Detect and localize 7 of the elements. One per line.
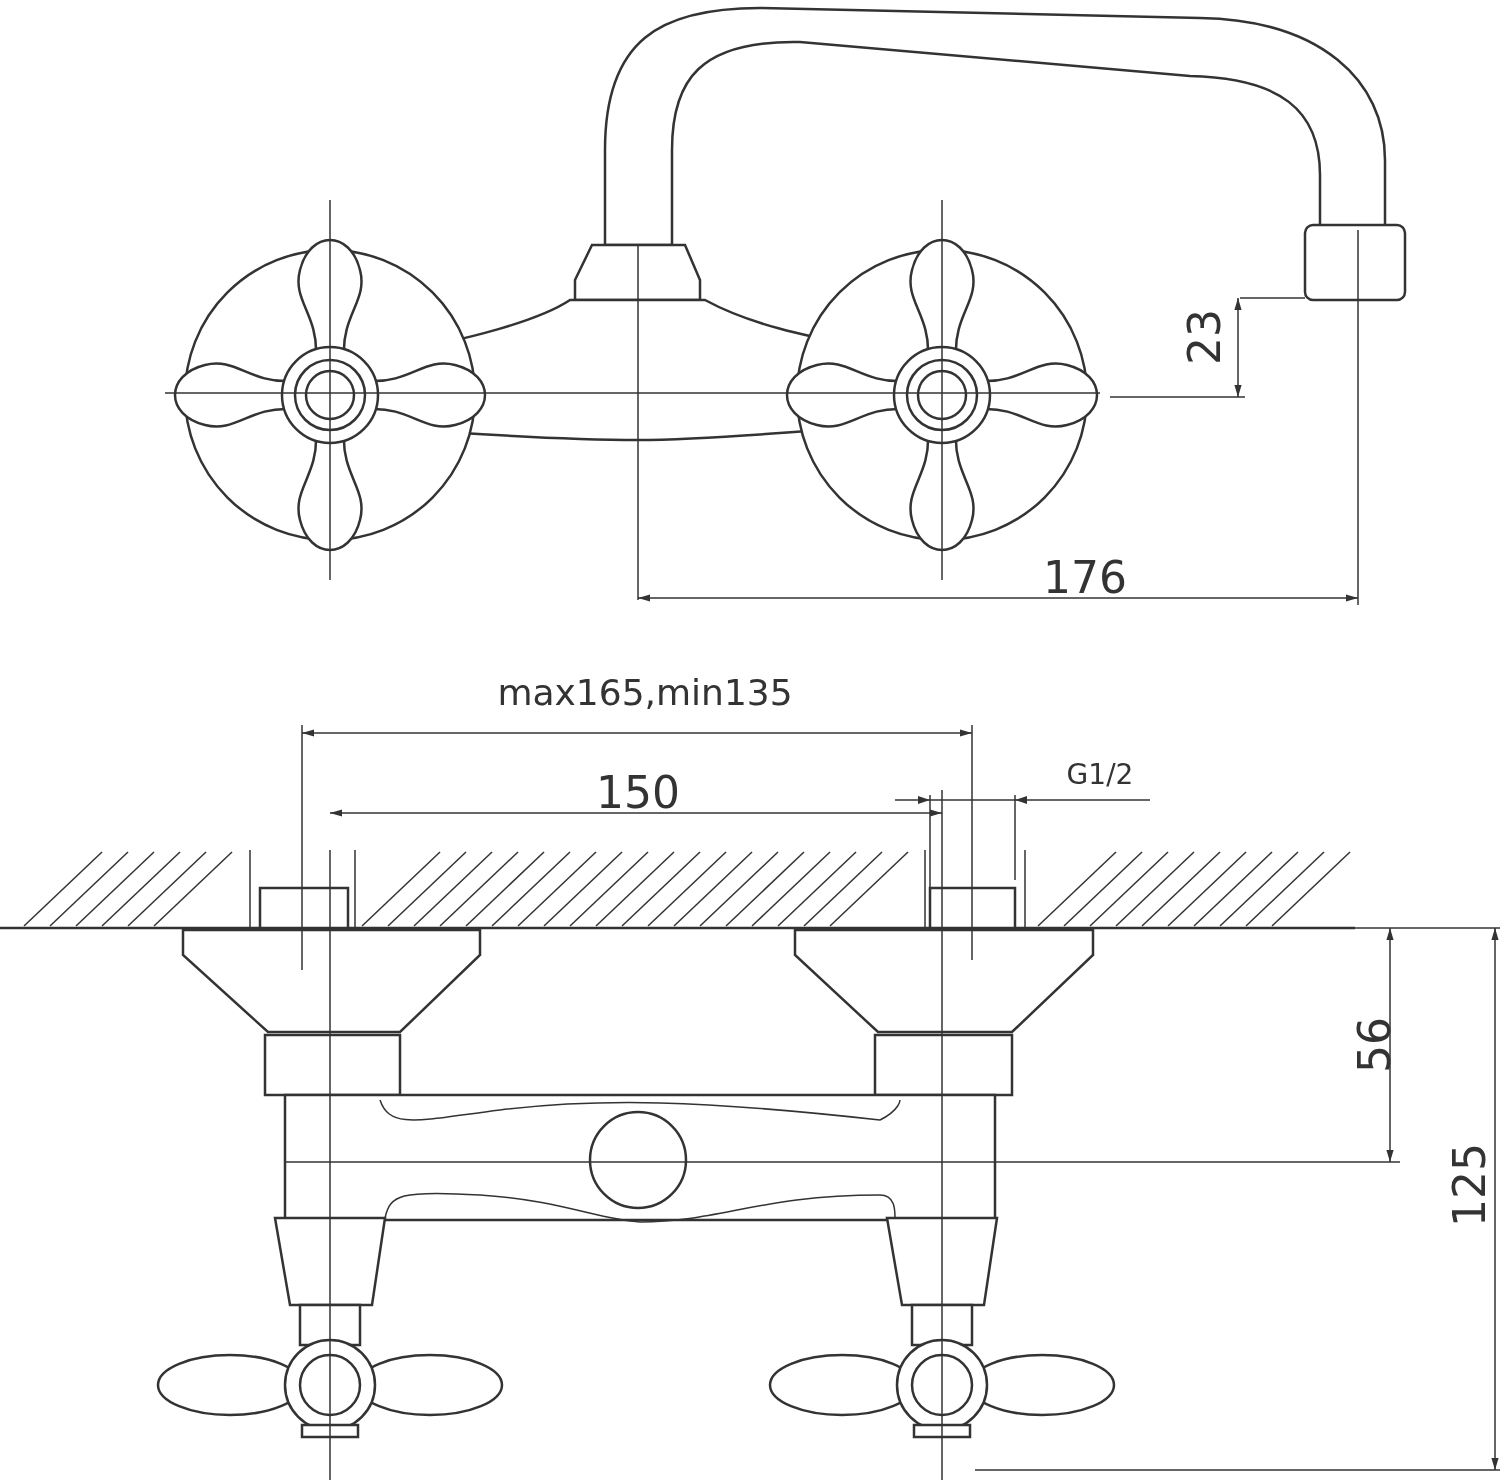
dimension-label: max165,min135 bbox=[497, 675, 793, 711]
dimension-label: 150 bbox=[596, 771, 680, 815]
dimension-label: 23 bbox=[1183, 309, 1227, 365]
dimension-label: G1/2 bbox=[1066, 761, 1134, 789]
dimension-label: 176 bbox=[1043, 556, 1127, 600]
dimension-label: 56 bbox=[1353, 1017, 1397, 1073]
dimension-label: 125 bbox=[1448, 1143, 1492, 1227]
